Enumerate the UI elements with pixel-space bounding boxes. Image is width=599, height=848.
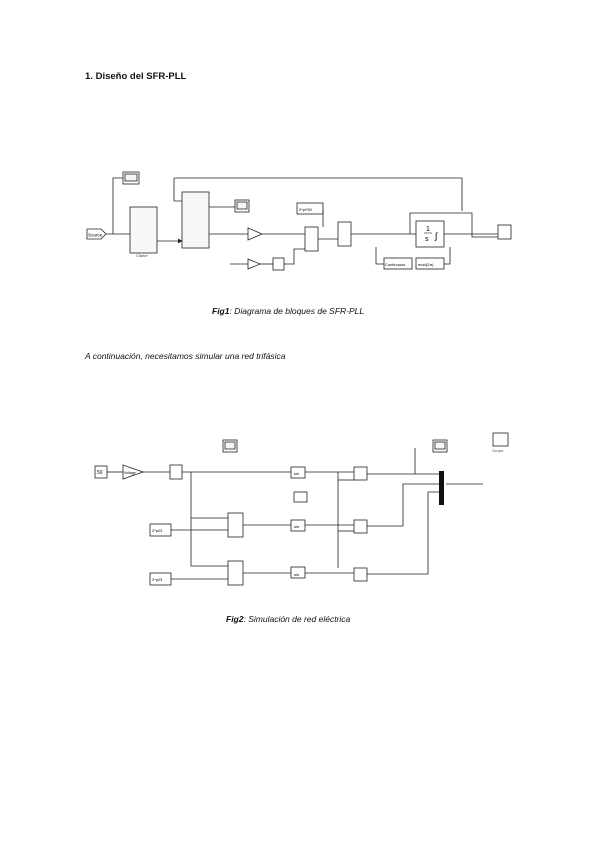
gain-label: Voltage [124, 471, 136, 475]
clarke-label: Clarke [136, 253, 148, 258]
sum-1-block [304, 226, 319, 252]
sin-a-label: sin [294, 471, 299, 476]
park-block [181, 191, 210, 249]
svg-text:s: s [425, 236, 429, 243]
sin-b-block [290, 519, 306, 532]
svg-text:∫: ∫ [434, 231, 439, 241]
sum-b-block [227, 512, 244, 538]
integrator-block [415, 220, 445, 248]
clarke-block [129, 206, 158, 254]
display-label: Scope [492, 448, 504, 453]
figure-2-caption-text: : Simulación de red eléctrica [243, 614, 351, 624]
figure-2-diagram: 50 Voltage sin sin sin 2*pi/3 2*pi/3 Sco… [94, 432, 509, 586]
display-scope-icon [492, 432, 509, 447]
phase-b-label: 2*pi/3 [152, 528, 163, 533]
modulo-block [415, 257, 445, 270]
integrator-small-block [272, 257, 285, 271]
body-paragraph: A continuación, necesitamos simular una … [85, 351, 286, 361]
sin-c-block [290, 566, 306, 579]
input-label: 50 [97, 470, 103, 476]
svg-text:1: 1 [426, 226, 430, 233]
scope-3-icon [497, 224, 512, 240]
figure-1-caption-text: : Diagrama de bloques de SFR-PLL [229, 306, 365, 316]
figure-1-label: Fig1 [212, 306, 230, 316]
mux-bar [439, 471, 444, 505]
product-b-block [353, 519, 368, 534]
continuous-block [383, 257, 413, 270]
constant-label: 2*pi*50 [299, 207, 313, 212]
product-a-block [353, 466, 368, 481]
gain-1-block [247, 227, 264, 241]
extra-block [293, 491, 308, 503]
sum-2-block [337, 221, 352, 247]
continuous-label: Continuous [385, 262, 405, 267]
integrator-block-2 [169, 464, 183, 480]
constant-block [296, 202, 324, 215]
sin-b-label: sin [294, 524, 299, 529]
source-label: Source [88, 233, 103, 238]
section-number: 1. [85, 71, 93, 82]
figure-2-caption: Fig2: Simulación de red eléctrica [226, 614, 350, 624]
modulo-label: mod(2π) [418, 262, 434, 267]
gain-2-block [247, 258, 262, 270]
source-block [86, 228, 107, 240]
section-heading: 1. Diseño del SFR-PLL [85, 71, 186, 82]
sin-a-block [290, 466, 306, 479]
sin-c-label: sin [294, 572, 299, 577]
product-c-block [353, 567, 368, 582]
phase-c-label: 2*pi/3 [152, 577, 163, 582]
section-title: Diseño del SFR-PLL [95, 71, 187, 82]
figure-2-label: Fig2 [226, 614, 244, 624]
sum-c-block [227, 560, 244, 586]
figure-1-caption: Fig1: Diagrama de bloques de SFR-PLL [212, 306, 364, 316]
figure-1-diagram: Source Clarke 2*pi*50 Continuous mod(2π)… [86, 171, 512, 271]
